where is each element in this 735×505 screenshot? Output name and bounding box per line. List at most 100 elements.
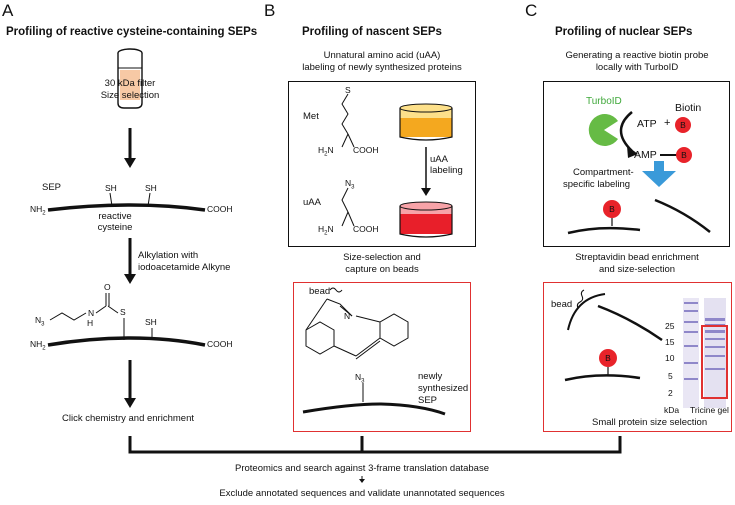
uaa-cooh-label: COOH — [353, 224, 379, 234]
click-chemistry-label: Click chemistry and enrichment — [62, 413, 194, 424]
sh-label-1: SH — [105, 183, 117, 193]
tricine-label: Tricine gel — [690, 405, 729, 415]
captured-protein — [564, 374, 641, 382]
turboid-label: TurboID — [586, 96, 622, 107]
bottom-connector — [128, 436, 622, 483]
met-structure — [341, 93, 355, 148]
newly-label-2: synthesized — [418, 383, 469, 394]
uaa-labeling-label-1: uAA — [430, 154, 448, 165]
biotin-b-2: B — [681, 150, 687, 160]
sh-label-3: SH — [145, 317, 157, 327]
ladder-15: 15 — [665, 337, 675, 347]
panel-c-title: Profiling of nuclear SEPs — [555, 26, 693, 38]
biotin-b-4: B — [605, 353, 611, 363]
biotin-icon — [675, 117, 691, 133]
bead-arc — [567, 293, 606, 331]
dbco-n-label: N — [344, 311, 351, 321]
panel-letter-c: C — [525, 1, 538, 20]
uaa-structure — [341, 187, 355, 227]
sep-chain-a — [47, 203, 206, 212]
bead-label-c: bead — [551, 299, 573, 310]
h-label: H — [87, 318, 94, 328]
cell-dish-yellow-icon — [399, 103, 453, 141]
biotin-b-1: B — [680, 120, 686, 130]
cooh-label: COOH — [207, 204, 233, 214]
azide-n3-label: N3 — [355, 372, 365, 385]
sep-label: SEP — [42, 182, 62, 193]
kda-label: kDa — [664, 405, 680, 415]
amp-label: AMP — [634, 149, 657, 161]
dbco-structure — [305, 298, 409, 360]
panel-letter-b: B — [264, 1, 276, 20]
uaa-n3-label: N3 — [345, 178, 355, 191]
generating-label-2: locally with TurboID — [595, 62, 679, 73]
ladder-25: 25 — [665, 321, 675, 331]
generating-label-1: Generating a reactive biotin probe — [565, 50, 709, 61]
uaa-h2n-label: H2N — [318, 224, 334, 237]
nascent-sep-chain — [302, 402, 446, 416]
met-h2n-label: H2N — [318, 145, 334, 158]
ladder-10: 10 — [665, 353, 675, 363]
uaa-label: uAA — [303, 197, 321, 208]
n3-label-a: N3 — [35, 315, 45, 328]
bead-biotin-icon — [599, 349, 617, 367]
panel-b-box-capture — [293, 282, 471, 432]
small-protein-label: Small protein size selection — [592, 417, 708, 428]
turboid-icon — [588, 114, 618, 146]
panel-c-box-enrichment — [543, 282, 732, 432]
reactive-label-1: reactive — [98, 211, 132, 222]
met-label: Met — [303, 111, 319, 122]
panel-b-box-labeling — [288, 81, 476, 247]
uaa-labeling-label-2: labeling — [430, 165, 463, 176]
blue-arrow-icon — [642, 161, 676, 187]
streptavidin-label-1: Streptavidin bead enrichment — [575, 252, 699, 263]
labeled-protein — [567, 226, 641, 235]
met-cooh-label: COOH — [353, 145, 379, 155]
filter-label-2: Size selection — [100, 90, 160, 101]
compartment-label-2: specific labeling — [563, 179, 631, 190]
alkylated-structure — [49, 293, 153, 340]
plus-label: + — [664, 117, 671, 129]
atp-label: ATP — [637, 118, 657, 130]
filter-tube-icon — [117, 48, 143, 109]
biotin-amp-icon — [676, 147, 692, 163]
reactive-label-2: cysteine — [97, 222, 133, 233]
uaa-caption-1: Unnatural amino acid (uAA) — [323, 50, 441, 61]
filter-label-1: 30 kDa filter — [104, 78, 156, 89]
panel-a-title: Profiling of reactive cysteine-containin… — [6, 26, 258, 38]
biotin-labeled-icon — [603, 200, 621, 218]
s-label: S — [120, 307, 126, 317]
ladder-2: 2 — [668, 388, 673, 398]
sh-label-2: SH — [145, 183, 157, 193]
o-label: O — [104, 282, 111, 292]
cell-dish-red-icon — [399, 201, 453, 238]
panel-c-box-probe — [543, 81, 730, 247]
met-s-label: S — [345, 85, 351, 95]
size-selection-label-1: Size-selection and — [343, 252, 421, 263]
bottom-line-1: Proteomics and search against 3-frame tr… — [235, 463, 489, 474]
bead-label-b: bead — [309, 286, 331, 297]
alkylation-label-1: Alkylation with — [138, 250, 199, 261]
sep-chain-a-labeled — [47, 336, 206, 347]
uaa-caption-2: labeling of newly synthesized proteins — [302, 62, 462, 73]
panel-letter-a: A — [2, 1, 14, 20]
biotin-label: Biotin — [675, 102, 702, 114]
nh2-label-b: NH2 — [30, 339, 46, 352]
size-selection-label-2: capture on beads — [345, 264, 419, 275]
bead-linker — [329, 287, 343, 293]
n-label: N — [88, 308, 95, 318]
gel-image — [683, 298, 728, 408]
bottom-line-2: Exclude annotated sequences and validate… — [219, 488, 505, 499]
panel-b-title: Profiling of nascent SEPs — [302, 26, 442, 38]
newly-label-3: SEP — [418, 395, 438, 406]
compartment-label-1: Compartment- — [573, 167, 634, 178]
unlabeled-protein — [654, 198, 711, 233]
free-protein — [597, 304, 663, 342]
cooh-label-b: COOH — [207, 339, 233, 349]
newly-label-1: newly — [418, 371, 443, 382]
alkylation-label-2: iodoacetamide Alkyne — [138, 262, 231, 273]
ladder-5: 5 — [668, 371, 673, 381]
streptavidin-label-2: and size-selection — [598, 264, 676, 275]
nh2-label: NH2 — [30, 204, 46, 217]
